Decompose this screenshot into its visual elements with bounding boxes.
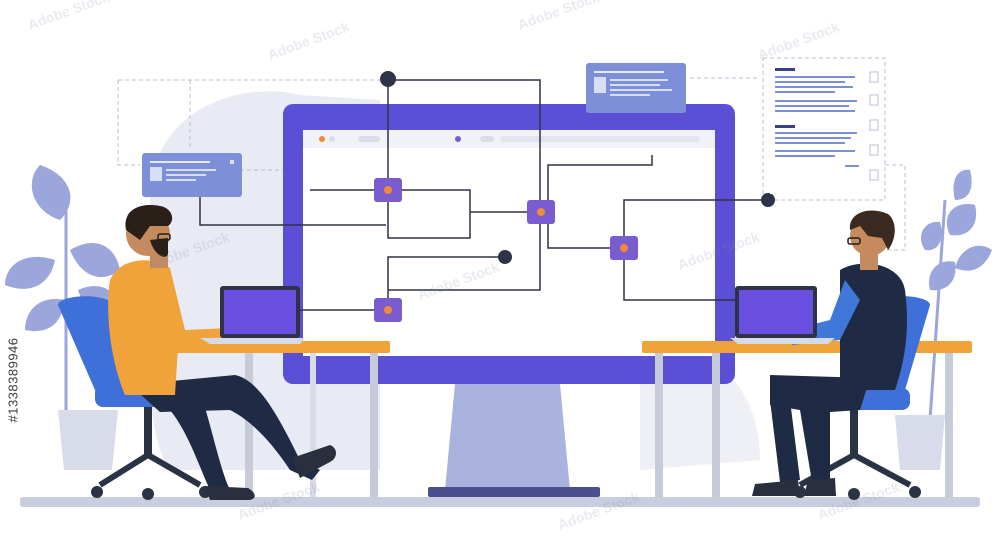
laptop-icon bbox=[730, 286, 835, 344]
person-right bbox=[752, 210, 907, 496]
flowchart-lines bbox=[199, 79, 768, 311]
flowchart-node-icon bbox=[374, 298, 402, 322]
stock-id-text: #1338389946 bbox=[5, 337, 21, 423]
code-card-icon bbox=[586, 63, 686, 113]
flowchart-endpoint bbox=[498, 250, 512, 264]
flowchart-endpoint bbox=[761, 193, 775, 207]
code-card-icon bbox=[142, 153, 242, 197]
svg-text:Adobe Stock: Adobe Stock bbox=[756, 18, 842, 62]
plant-pot-right bbox=[895, 415, 945, 470]
stock-id-label: #1338389946 bbox=[4, 300, 22, 460]
flowchart-node-icon bbox=[374, 178, 402, 202]
flowchart-node-icon bbox=[610, 236, 638, 260]
svg-text:Adobe Stock: Adobe Stock bbox=[516, 0, 602, 33]
flowchart-endpoint bbox=[380, 71, 396, 87]
person-left bbox=[108, 205, 336, 500]
svg-text:Adobe Stock: Adobe Stock bbox=[26, 0, 112, 33]
leaf-plant-icon bbox=[920, 169, 992, 421]
flowchart-node-icon bbox=[527, 200, 555, 224]
laptop-icon bbox=[200, 286, 305, 344]
plant-pot-left bbox=[58, 410, 118, 470]
floor-line bbox=[20, 497, 980, 507]
document-icon bbox=[770, 64, 880, 194]
svg-text:Adobe Stock: Adobe Stock bbox=[266, 18, 352, 62]
